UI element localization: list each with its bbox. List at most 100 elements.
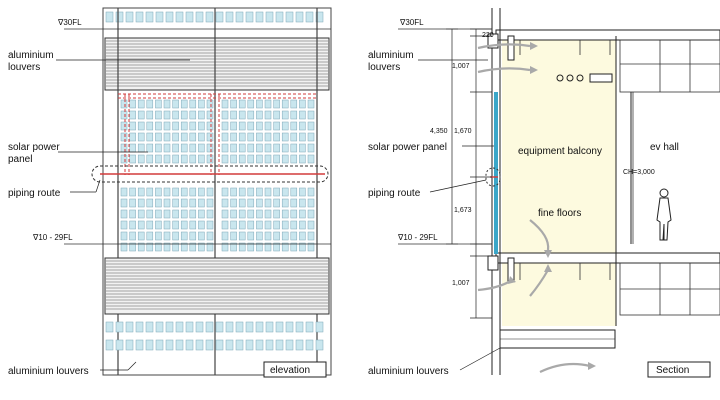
panel-cell bbox=[225, 321, 234, 333]
panel-cell bbox=[238, 110, 246, 120]
panel-cell bbox=[163, 242, 171, 252]
panel-cell bbox=[146, 99, 154, 109]
elevation-panel-rows-bottom bbox=[105, 321, 324, 351]
panel-cell bbox=[189, 99, 197, 109]
panel-cell bbox=[307, 143, 315, 153]
panel-cell bbox=[172, 110, 179, 120]
panel-cell bbox=[230, 231, 237, 241]
panel-cell bbox=[215, 321, 224, 333]
panel-cell bbox=[264, 154, 272, 164]
panel-cell bbox=[198, 209, 205, 219]
panel-cell bbox=[307, 242, 315, 252]
panel-cell bbox=[155, 339, 164, 351]
panel-cell bbox=[198, 187, 205, 197]
panel-cell bbox=[172, 154, 179, 164]
panel-cell bbox=[273, 99, 280, 109]
section-label-louvers-bottom: aluminium louvers bbox=[368, 366, 449, 377]
panel-cell bbox=[256, 99, 263, 109]
panel-cell bbox=[307, 99, 315, 109]
panel-cell bbox=[315, 11, 324, 23]
panel-cell bbox=[275, 339, 284, 351]
elevation-level-30fl: ∇30FL bbox=[57, 18, 82, 27]
panel-cell bbox=[206, 209, 214, 219]
panel-cell bbox=[281, 220, 289, 230]
panel-cell bbox=[205, 321, 214, 333]
section-drawing: ∇30FL ∇10 - 29FL 220 1,007 4,350 1,670 1… bbox=[368, 8, 720, 378]
section-label-equipment-balcony: equipment balcony bbox=[518, 146, 602, 157]
panel-cell bbox=[221, 132, 229, 142]
panel-cell bbox=[137, 187, 145, 197]
solar-glass-panel bbox=[494, 92, 498, 254]
panel-cell bbox=[163, 110, 171, 120]
panel-cell bbox=[221, 220, 229, 230]
panel-cell bbox=[285, 321, 294, 333]
panel-cell bbox=[206, 143, 214, 153]
panel-cell bbox=[137, 121, 145, 131]
elevation-label-louvers-bottom: aluminium louvers bbox=[8, 366, 89, 377]
panel-cell bbox=[247, 220, 255, 230]
dim-1007-bottom: 1,007 bbox=[452, 280, 470, 287]
panel-cell bbox=[247, 121, 255, 131]
panel-cell bbox=[221, 242, 229, 252]
panel-cell bbox=[281, 132, 289, 142]
panel-cell bbox=[165, 11, 174, 23]
section-label-louvers-top-1: aluminium bbox=[368, 50, 414, 61]
airflow-arrowheads bbox=[508, 42, 596, 370]
panel-cell bbox=[273, 143, 280, 153]
panel-cell bbox=[120, 121, 128, 131]
panel-cell bbox=[163, 187, 171, 197]
panel-cell bbox=[120, 242, 128, 252]
panel-cell bbox=[129, 110, 136, 120]
louver-slats-top bbox=[106, 40, 328, 87]
panel-cell bbox=[256, 110, 263, 120]
panel-cell bbox=[281, 198, 289, 208]
panel-cell bbox=[155, 187, 162, 197]
panel-cell bbox=[281, 99, 289, 109]
panel-cell bbox=[146, 132, 154, 142]
panel-cell bbox=[299, 110, 306, 120]
panel-cell bbox=[307, 220, 315, 230]
panel-cell bbox=[238, 121, 246, 131]
dim-220: 220 bbox=[482, 32, 494, 39]
panel-cell bbox=[230, 110, 237, 120]
panel-cell bbox=[206, 220, 214, 230]
panel-cell bbox=[255, 11, 264, 23]
panel-cell bbox=[129, 242, 136, 252]
panel-cell bbox=[256, 143, 263, 153]
elevation-label-piping: piping route bbox=[8, 188, 61, 199]
panel-cell bbox=[290, 132, 298, 142]
panel-cell bbox=[189, 132, 197, 142]
panel-cell bbox=[163, 143, 171, 153]
slab-structure bbox=[519, 39, 720, 316]
panel-cell bbox=[180, 198, 188, 208]
piping-route-highlight bbox=[91, 165, 329, 183]
panel-cell bbox=[189, 220, 197, 230]
panel-cell bbox=[175, 11, 184, 23]
panel-cell bbox=[189, 231, 197, 241]
panel-cell bbox=[129, 132, 136, 142]
panel-cell bbox=[137, 99, 145, 109]
panel-cell bbox=[307, 187, 315, 197]
panel-cell bbox=[281, 209, 289, 219]
panel-cell bbox=[273, 154, 280, 164]
panel-cell bbox=[221, 143, 229, 153]
panel-cell bbox=[256, 209, 263, 219]
panel-cell bbox=[256, 198, 263, 208]
panel-cell bbox=[221, 121, 229, 131]
panel-cell bbox=[172, 121, 179, 131]
panel-cell bbox=[137, 110, 145, 120]
panel-cell bbox=[238, 209, 246, 219]
panel-cell bbox=[230, 242, 237, 252]
panel-cell bbox=[163, 132, 171, 142]
panel-cell bbox=[129, 143, 136, 153]
dim-ceiling-height: CH=3,000 bbox=[623, 169, 655, 176]
panel-cell bbox=[105, 339, 114, 351]
panel-cell bbox=[299, 99, 306, 109]
panel-cell bbox=[290, 209, 298, 219]
panel-cell bbox=[198, 132, 205, 142]
panel-cell bbox=[155, 110, 162, 120]
panel-cell bbox=[206, 132, 214, 142]
panel-cell bbox=[230, 220, 237, 230]
panel-cell bbox=[238, 187, 246, 197]
panel-cell bbox=[125, 339, 134, 351]
